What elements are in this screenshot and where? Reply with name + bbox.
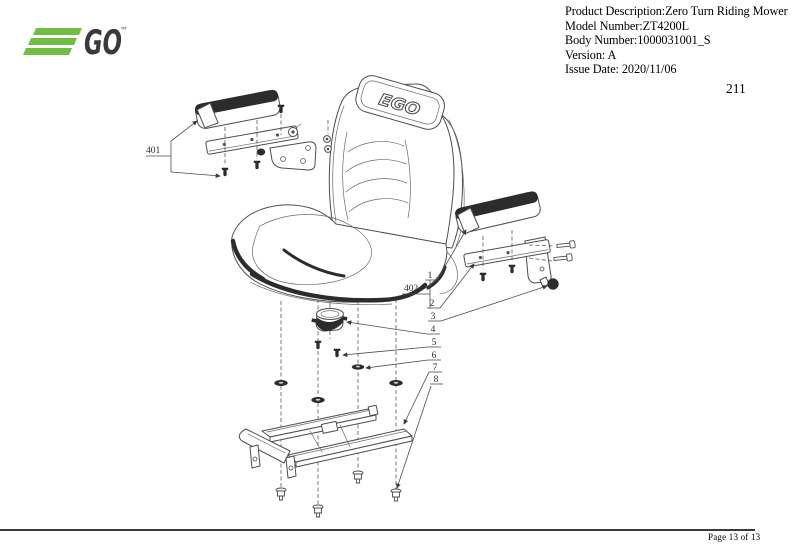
- washer-hole: [356, 365, 360, 368]
- callout-8: 8: [396, 375, 443, 489]
- callout-402-group: 402 1 2: [402, 229, 475, 309]
- callout-label-1: 1: [428, 271, 433, 281]
- version: Version: A: [565, 47, 617, 62]
- callout-3: 3: [428, 285, 548, 322]
- ego-logo-go-text: GO: [84, 23, 122, 63]
- product-description: Product Description:Zero Turn Riding Mow…: [565, 4, 788, 18]
- callout-label-4: 4: [431, 325, 436, 335]
- callout-401: 401: [146, 120, 221, 179]
- footer-page-label: Page 13 of 13: [708, 532, 761, 542]
- issue-date: Issue Date: 2020/11/06: [565, 62, 677, 76]
- callout-label-401: 401: [146, 146, 161, 156]
- body-number: Body Number:1000031001_S: [565, 33, 711, 47]
- seat-slide-rails: [238, 404, 413, 479]
- seat-cushion: [230, 204, 458, 306]
- product-info-block: Product Description:Zero Turn Riding Mow…: [565, 4, 788, 77]
- callout-4: 4: [346, 320, 440, 335]
- callout-label-5: 5: [432, 338, 437, 348]
- seat-back: EGO: [328, 75, 465, 250]
- callout-5: 5: [342, 338, 441, 357]
- callout-label-6: 6: [432, 351, 437, 361]
- model-number: Model Number:ZT4200L: [565, 18, 690, 33]
- callout-label-7: 7: [433, 363, 438, 373]
- headrest: EGO: [355, 75, 445, 130]
- callout-label-3: 3: [431, 312, 436, 322]
- callout-label-2: 2: [430, 299, 435, 309]
- trademark-symbol: ™: [120, 26, 128, 35]
- ego-logo: GO ™: [23, 23, 128, 63]
- right-armrest-group: [455, 191, 576, 290]
- callout-label-8: 8: [434, 375, 439, 385]
- ego-logo-e-bars: [23, 28, 82, 55]
- footer-divider: [0, 529, 755, 531]
- pivot-assembly: [311, 308, 348, 332]
- callout-label-402: 402: [404, 284, 419, 294]
- pivot-screw-b: [333, 348, 341, 358]
- left-armrest-group: [194, 89, 332, 177]
- rail-bolts: [275, 470, 402, 518]
- pivot-screw-a: [314, 340, 322, 350]
- page-number: 211: [726, 81, 746, 96]
- flat-nuts: [274, 379, 403, 404]
- callout-6: 6: [365, 351, 441, 370]
- callout-7: 7: [403, 363, 442, 425]
